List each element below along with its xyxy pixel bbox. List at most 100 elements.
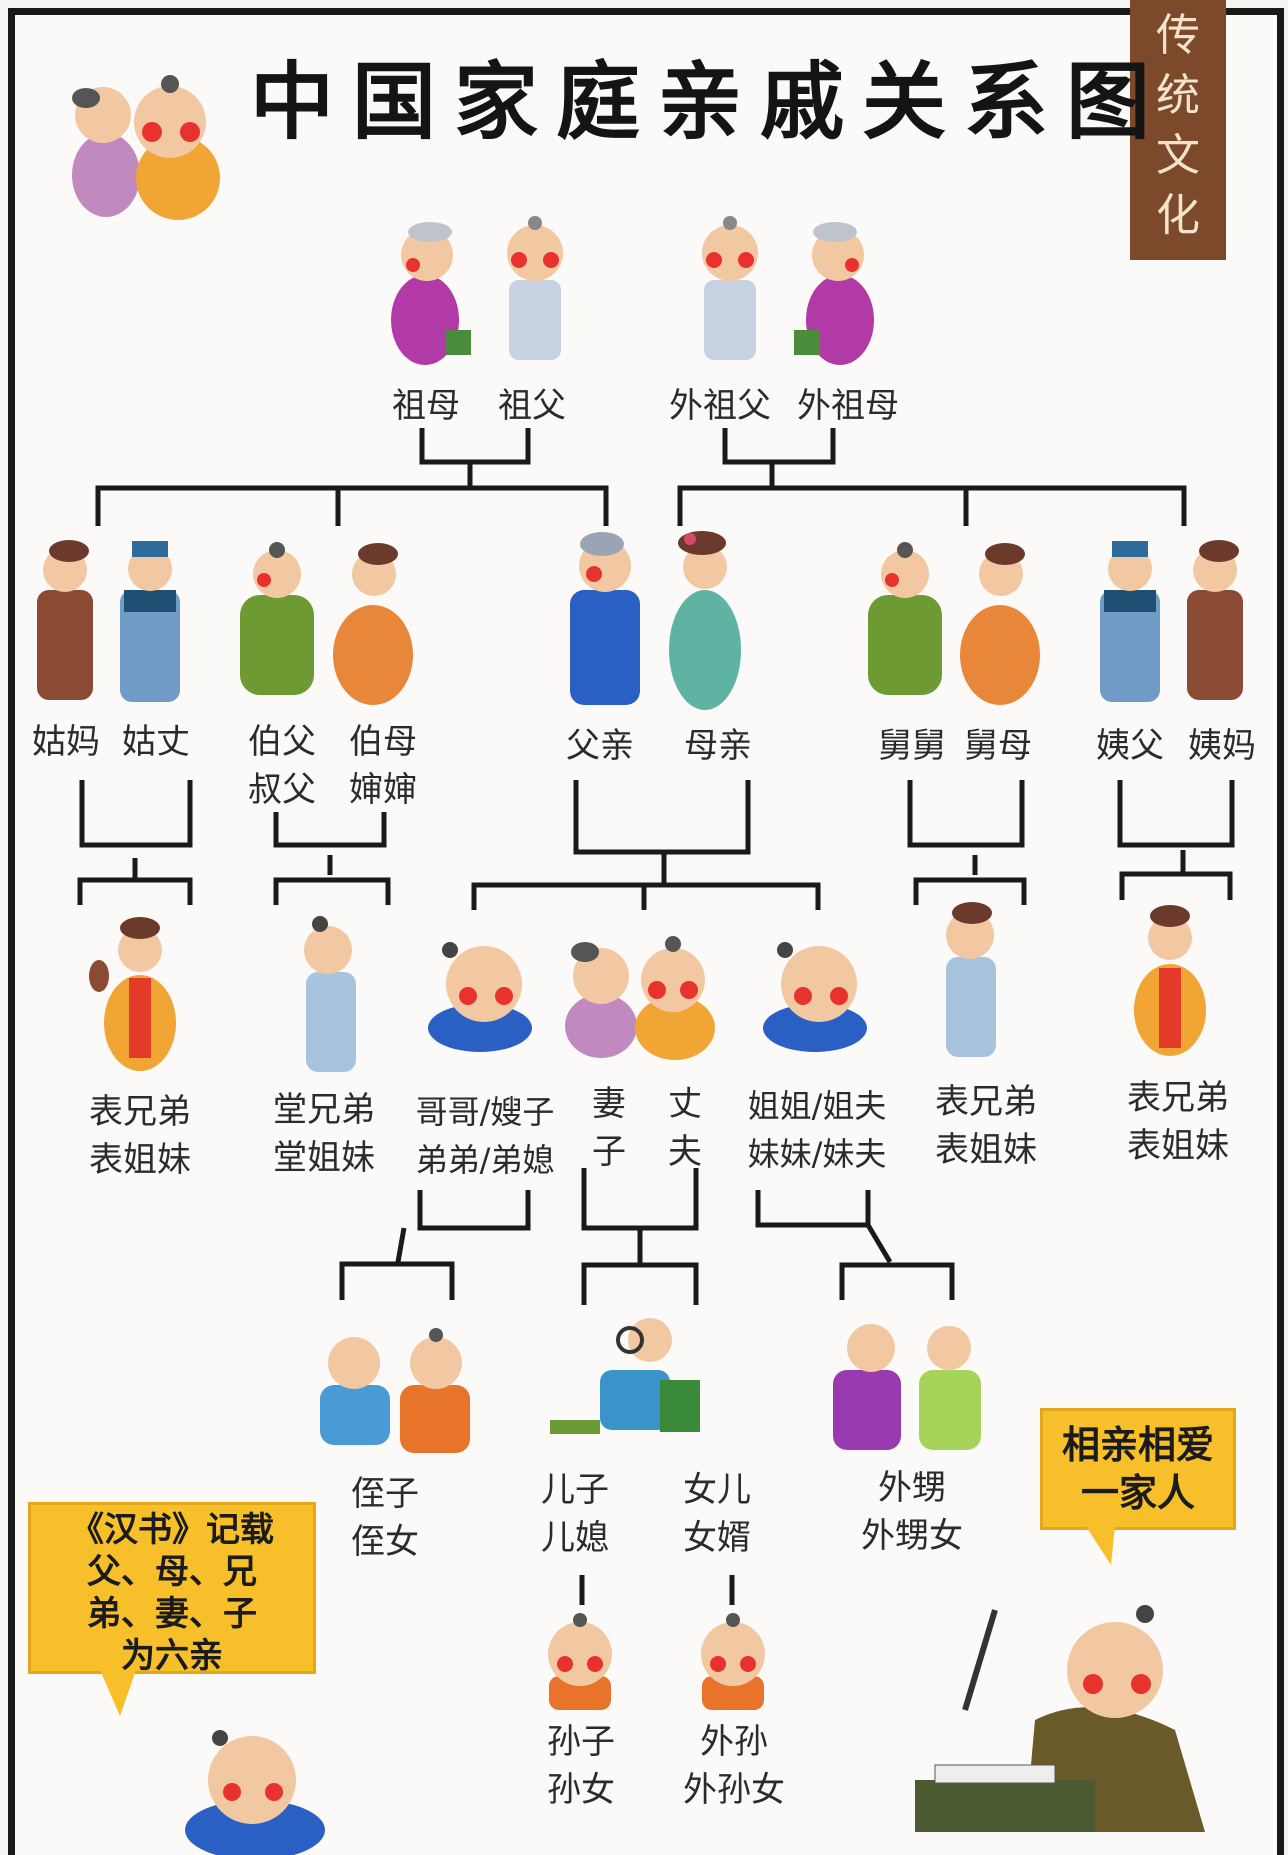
label-bomu: 伯母 婶婶 [343,718,423,814]
label-nuer: 女儿 女婿 [672,1466,762,1562]
label-line: 表姐妹 [1127,1126,1229,1166]
connector-gu-couple [79,780,193,848]
connector-grandparents [419,428,531,465]
label-line: 女儿 [683,1470,751,1510]
culture-tag-char: 文 [1156,130,1200,181]
maternal-uncle-illustration [868,542,942,695]
label-line: 伯母 [349,722,417,762]
label-erzi: 儿子 儿媳 [530,1466,620,1562]
label-waisheng: 外甥 外甥女 [852,1464,972,1560]
label-line: 外孙 [700,1722,768,1762]
label-line: 女婿 [683,1518,751,1558]
nephew-niece-illustration [320,1328,470,1453]
label-jiumu: 舅母 [964,726,1032,766]
maternal-grandmother-illustration [794,222,874,365]
mother-illustration [669,531,741,710]
paternal-aunt-illustration [37,540,93,700]
label-line: 外甥女 [861,1516,963,1556]
connector-maternal-grandparents [722,428,836,465]
culture-tag-char: 统 [1156,70,1200,121]
culture-tag: 传 统 文 化 [1130,0,1226,260]
connector-yi-couple [1117,780,1235,848]
label-line: 姐姐/姐夫 [747,1087,887,1125]
label-waisun: 外孙 外孙女 [674,1718,794,1814]
couple-illustration [565,936,715,1060]
writing-scholar-illustration [915,1605,1205,1832]
thinking-boy-illustration [185,1730,325,1855]
note-line: 《汉书》记载 [70,1510,274,1550]
father-illustration [570,532,640,705]
grandson-illustration [548,1613,612,1710]
label-line: 夫 [668,1132,702,1172]
label-gege: 哥哥/嫂子 弟弟/弟媳 [400,1088,570,1184]
label-muqin: 母亲 [684,726,752,766]
label-line: 弟弟/弟媳 [415,1141,555,1179]
corner-couple-illustration [72,75,220,220]
label-line: 外甥 [878,1468,946,1508]
paternal-cousin-illustration [304,916,356,1072]
label-tang: 堂兄弟 堂姐妹 [264,1086,384,1182]
maternal-aunt-illustration [1187,540,1243,700]
note-pointer [100,1670,136,1716]
grandmother-illustration [391,222,471,365]
label-biao-mid: 表兄弟 表姐妹 [926,1078,1046,1174]
label-yifu: 姨父 [1096,726,1164,766]
connector-bo-couple [273,812,387,848]
maternal-cousin-illustration [946,902,996,1057]
label-sunzi: 孙子 孙女 [536,1718,626,1814]
paternal-aunt-husband-illustration [120,541,180,702]
note-line: 父、母、兄 [87,1552,257,1592]
label-line: 儿子 [541,1470,609,1510]
label-line: 侄女 [351,1522,419,1562]
label-fuqin: 父亲 [566,726,634,766]
label-line: 堂兄弟 [273,1090,375,1130]
label-zumu: 祖母 [392,386,460,426]
label-waizumu: 外祖母 [797,386,899,426]
label-line: 孙女 [547,1770,615,1810]
label-line: 哥哥/嫂子 [415,1093,555,1131]
label-line: 表兄弟 [1127,1078,1229,1118]
label-line: 孙子 [547,1722,615,1762]
scholar-illustration [550,1318,700,1434]
label-line: 侄子 [351,1474,419,1514]
uncle-wife-illustration [333,543,413,705]
connector-paternal-children [95,485,609,526]
label-line: 叔父 [248,770,316,810]
label-line: 子 [592,1132,626,1172]
label-jiejie: 姐姐/姐夫 妹妹/妹夫 [732,1082,902,1178]
label-line: 外孙女 [683,1770,785,1810]
label-line: 丈 [668,1084,702,1124]
label-zhangfu: 丈 夫 [660,1080,710,1176]
note-line: 相亲相爱 [1061,1423,1214,1467]
connector-jiu-couple [907,780,1025,848]
maternal-grandfather-illustration [702,216,758,360]
note-line: 为六亲 [121,1636,223,1676]
maternal-uncle-wife-illustration [960,543,1040,705]
note-pointer [1085,1525,1115,1565]
label-line: 表兄弟 [935,1082,1037,1122]
brother-illustration [428,942,532,1052]
family-love-note: 相亲相爱 一家人 [1040,1408,1236,1530]
culture-tag-char: 传 [1156,10,1200,61]
label-jiujiu: 舅舅 [878,726,946,766]
label-waizufu: 外祖父 [669,386,771,426]
label-line: 妹妹/妹夫 [747,1135,887,1173]
label-line: 堂姐妹 [273,1138,375,1178]
label-line: 表兄弟 [89,1092,191,1132]
connector-maternal-children [677,485,1187,526]
label-guzhang: 姑丈 [122,722,190,762]
maternal-aunt-cousin-illustration [1134,905,1206,1056]
page-title: 中国家庭亲戚关系图 [250,53,1169,151]
six-relatives-note: 《汉书》记载 父、母、兄 弟、妻、子 为六亲 [28,1502,316,1676]
grandfather-illustration [507,216,563,360]
label-line: 表姐妹 [89,1140,191,1180]
label-zufu: 祖父 [498,386,566,426]
label-qizi: 妻 子 [584,1080,634,1176]
sister-children-illustration [833,1324,981,1450]
note-line: 弟、妻、子 [87,1594,257,1634]
uncle-illustration [240,542,314,695]
maternal-aunt-husband-illustration [1100,541,1160,702]
label-biao-left: 表兄弟 表姐妹 [80,1088,200,1184]
connector-parents [573,780,751,855]
